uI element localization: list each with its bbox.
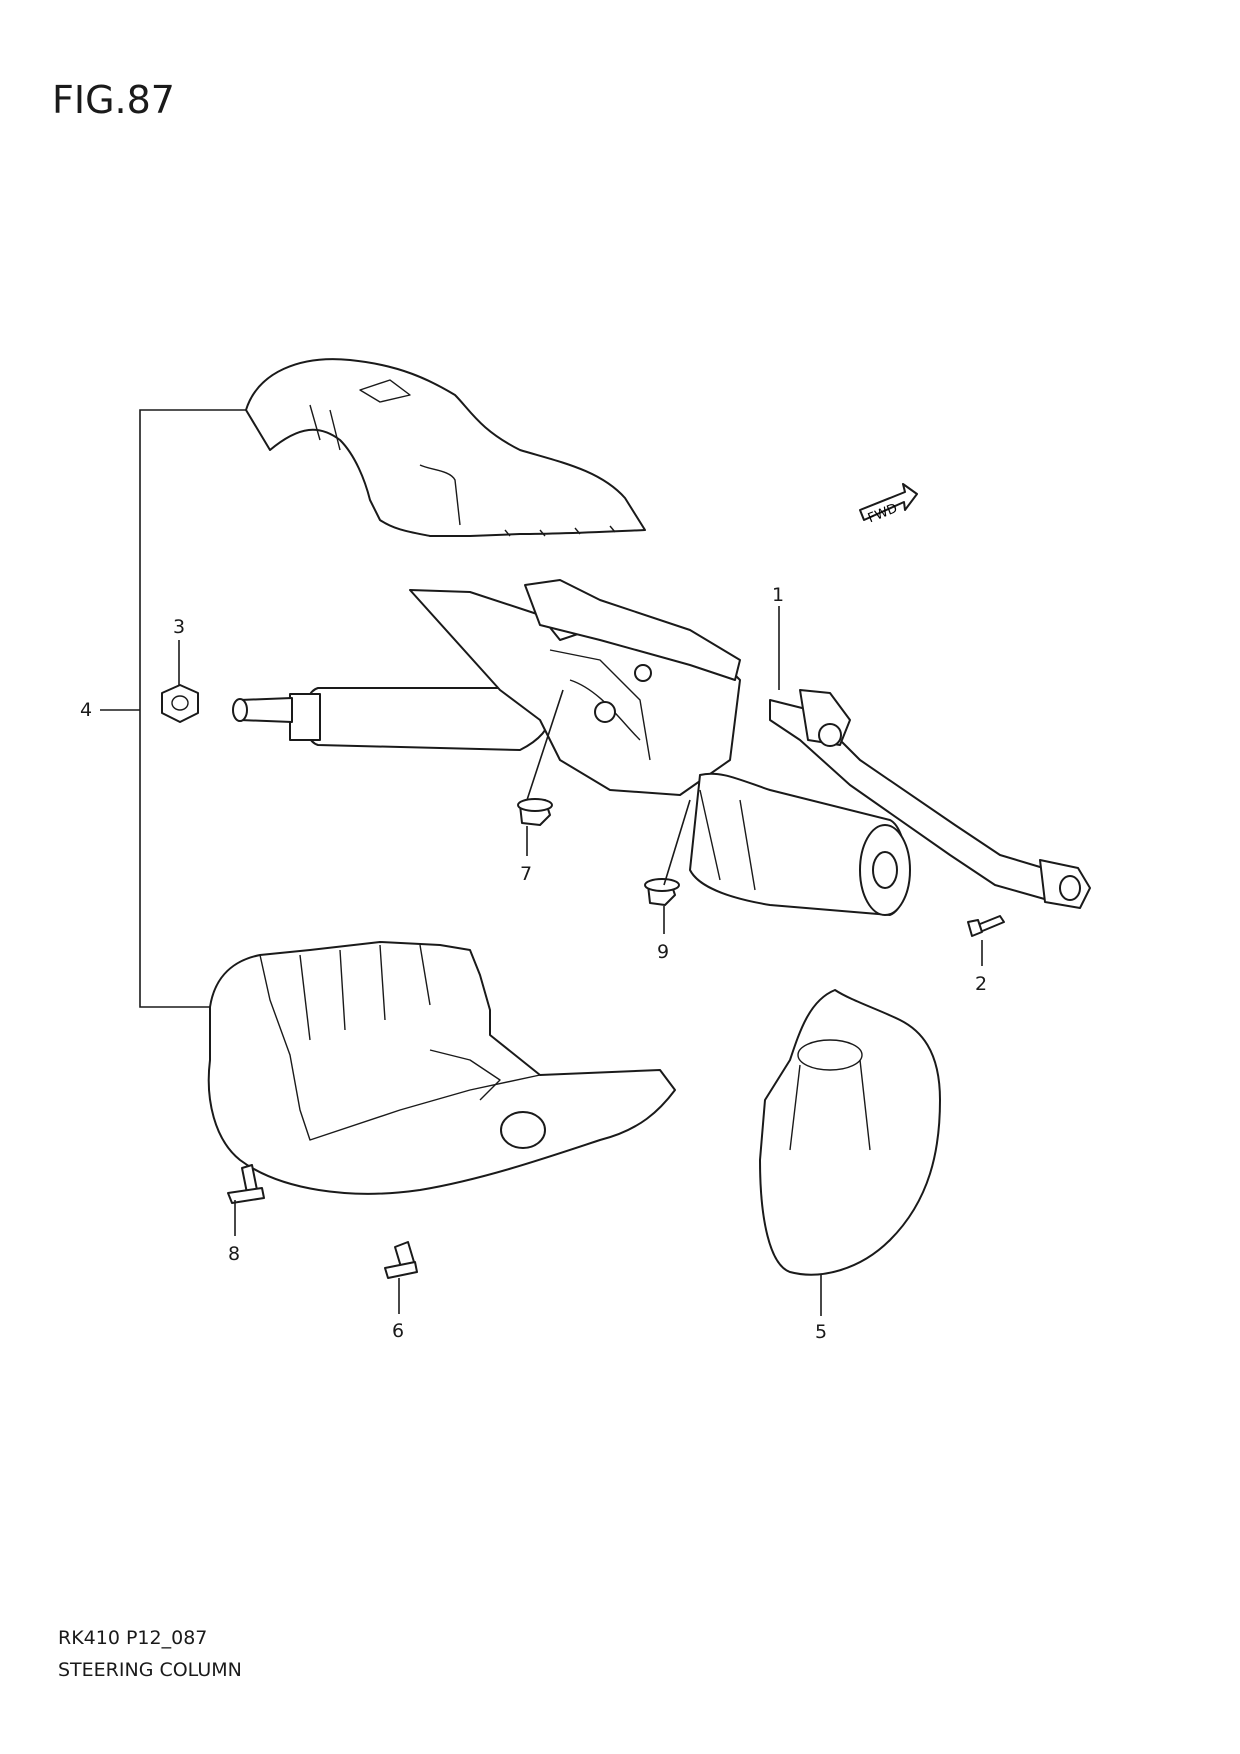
fwd-arrow-icon: FWD <box>859 483 918 526</box>
steering-column-assembly <box>232 579 1091 916</box>
leader-lines <box>178 606 983 1316</box>
flange-nut-part-7 <box>517 798 553 826</box>
callout-2: 2 <box>975 973 987 995</box>
callout-8: 8 <box>228 1243 240 1265</box>
diagram-code: RK410 P12_087 <box>58 1627 208 1649</box>
callout-1: 1 <box>772 584 784 606</box>
screw-part-6 <box>384 1241 418 1279</box>
callout-6: 6 <box>392 1320 404 1342</box>
figure-title: FIG.87 <box>52 78 175 122</box>
screw-part-8 <box>227 1164 265 1204</box>
diagram-name: STEERING COLUMN <box>58 1659 242 1681</box>
lower-column-cover <box>207 941 676 1195</box>
callout-numbers: 1 2 3 4 5 6 7 8 9 <box>80 584 987 1343</box>
upper-column-cover <box>245 358 646 537</box>
callout-7: 7 <box>520 863 532 885</box>
nut-part-3 <box>161 684 199 723</box>
callout-4: 4 <box>80 699 92 721</box>
cover-set-bracket <box>100 409 246 1008</box>
bolt-part-2 <box>967 915 1005 937</box>
flange-nut-part-9 <box>644 878 680 906</box>
column-boot-part-5 <box>759 989 941 1276</box>
callout-9: 9 <box>657 941 669 963</box>
callout-3: 3 <box>173 616 185 638</box>
callout-5: 5 <box>815 1321 827 1343</box>
